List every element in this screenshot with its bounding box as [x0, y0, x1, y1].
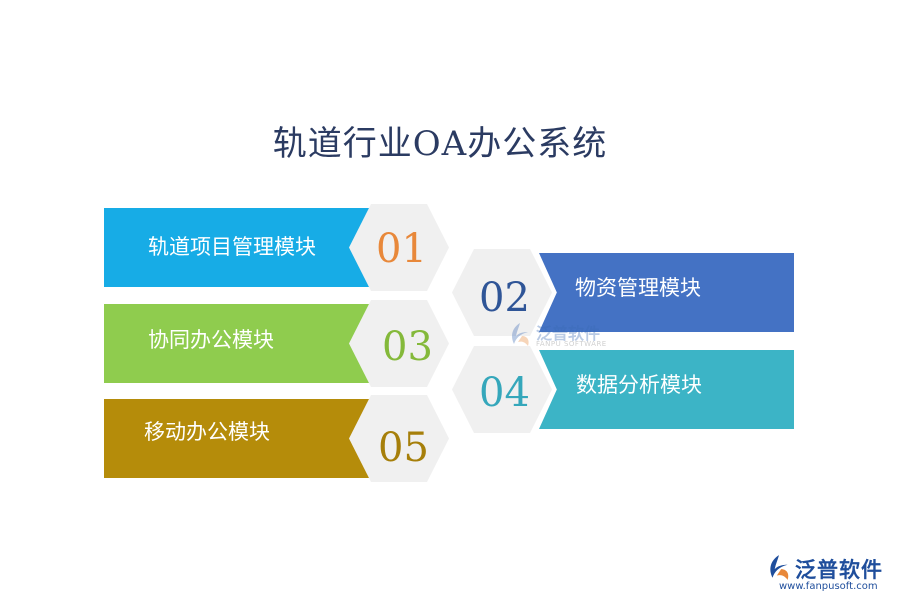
module-01-number: 01 — [376, 226, 427, 272]
watermark-name: 泛普软件 — [536, 324, 601, 343]
module-03-label: 协同办公模块 — [148, 328, 274, 352]
brand-logo-icon — [770, 555, 789, 580]
brand-url: www.fanpusoft.com — [779, 581, 878, 592]
module-05-bar — [104, 399, 374, 478]
module-05-label: 移动办公模块 — [144, 420, 270, 444]
module-02: 02 物资管理模块 — [452, 249, 794, 336]
module-04-label: 数据分析模块 — [576, 373, 702, 397]
module-04-bar — [539, 350, 794, 429]
brand-logo: 泛普软件 www.fanpusoft.com — [765, 552, 895, 596]
module-03: 协同办公模块 03 — [104, 300, 464, 387]
module-03-number: 03 — [382, 324, 433, 370]
watermark-sub: FANPU SOFTWARE — [536, 340, 607, 348]
page-title: 轨道行业OA办公系统 — [272, 124, 608, 164]
module-02-label: 物资管理模块 — [575, 276, 701, 300]
module-01-label: 轨道项目管理模块 — [148, 235, 316, 259]
module-02-hexagon — [452, 249, 552, 336]
brand-name: 泛普软件 — [795, 558, 883, 582]
module-01-hexagon — [349, 204, 449, 291]
module-04-number: 04 — [479, 370, 530, 416]
module-01-bar — [104, 208, 374, 287]
module-04-hexagon — [452, 346, 552, 433]
module-02-bar — [539, 253, 794, 332]
module-04: 04 数据分析模块 — [452, 346, 794, 433]
watermark-logo-icon — [512, 323, 529, 346]
watermark: 泛普软件 FANPU SOFTWARE — [508, 320, 618, 350]
module-05: 移动办公模块 05 — [104, 395, 464, 482]
module-02-number: 02 — [479, 275, 530, 321]
module-01: 轨道项目管理模块 01 — [104, 204, 464, 291]
module-05-hexagon — [349, 395, 449, 482]
module-03-hexagon — [349, 300, 449, 387]
module-05-number: 05 — [378, 425, 429, 471]
module-03-bar — [104, 304, 374, 383]
